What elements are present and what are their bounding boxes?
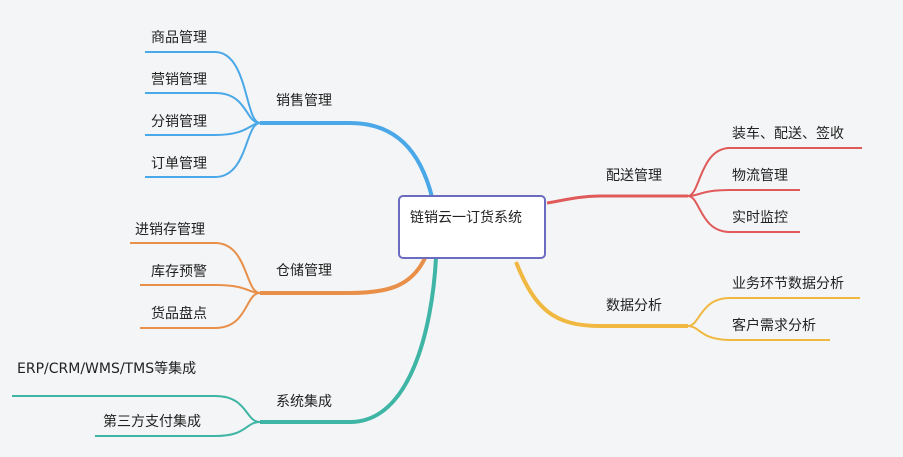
analysis-connectors	[514, 261, 860, 341]
line-delivery-1	[687, 147, 862, 197]
trunk-sales	[260, 121, 434, 198]
trunk-delivery	[546, 194, 688, 205]
storage-child-3[interactable]: 货品盘点	[151, 306, 207, 322]
analysis-child-1[interactable]: 业务环节数据分析	[732, 276, 844, 292]
line-storage-3	[140, 292, 261, 329]
trunk-integration	[260, 257, 438, 424]
line-delivery-3	[687, 195, 800, 233]
sales-child-1[interactable]: 商品管理	[151, 30, 207, 46]
trunk-analysis	[514, 261, 688, 328]
line-integration-2	[95, 421, 261, 437]
integration-connectors	[12, 257, 438, 437]
line-sales-1	[145, 51, 261, 124]
integration-child-1[interactable]: ERP/CRM/WMS/TMS等集成	[17, 361, 197, 377]
storage-connectors	[130, 242, 427, 329]
delivery-connectors	[546, 147, 862, 233]
storage-child-2[interactable]: 库存预警	[151, 264, 207, 280]
sales-child-3[interactable]: 分销管理	[151, 114, 207, 130]
root-node[interactable]: 链销云一订货系统	[398, 195, 546, 259]
line-sales-4	[145, 122, 261, 178]
branch-sales-label[interactable]: 销售管理	[276, 93, 332, 109]
sales-connectors	[145, 51, 434, 198]
delivery-child-2[interactable]: 物流管理	[732, 168, 788, 184]
line-analysis-1	[687, 297, 860, 327]
branch-delivery-label[interactable]: 配送管理	[606, 168, 662, 184]
line-integration-1	[12, 395, 261, 423]
integration-child-2[interactable]: 第三方支付集成	[103, 414, 201, 430]
line-storage-1	[130, 242, 261, 294]
analysis-child-2[interactable]: 客户需求分析	[732, 318, 816, 334]
line-sales-2	[145, 92, 261, 124]
trunk-storage	[260, 257, 427, 295]
root-node-label: 链销云一订货系统	[410, 210, 522, 226]
branch-integration-label[interactable]: 系统集成	[276, 394, 332, 410]
line-delivery-2	[687, 189, 800, 197]
line-storage-2	[140, 284, 261, 294]
sales-child-2[interactable]: 营销管理	[151, 72, 207, 88]
sales-child-4[interactable]: 订单管理	[151, 156, 207, 172]
delivery-child-3[interactable]: 实时监控	[732, 210, 788, 226]
delivery-child-1[interactable]: 装车、配送、签收	[732, 126, 844, 142]
line-analysis-2	[687, 325, 830, 341]
branch-storage-label[interactable]: 仓储管理	[276, 263, 332, 279]
storage-child-1[interactable]: 进销存管理	[135, 222, 205, 238]
branch-analysis-label[interactable]: 数据分析	[606, 298, 662, 314]
